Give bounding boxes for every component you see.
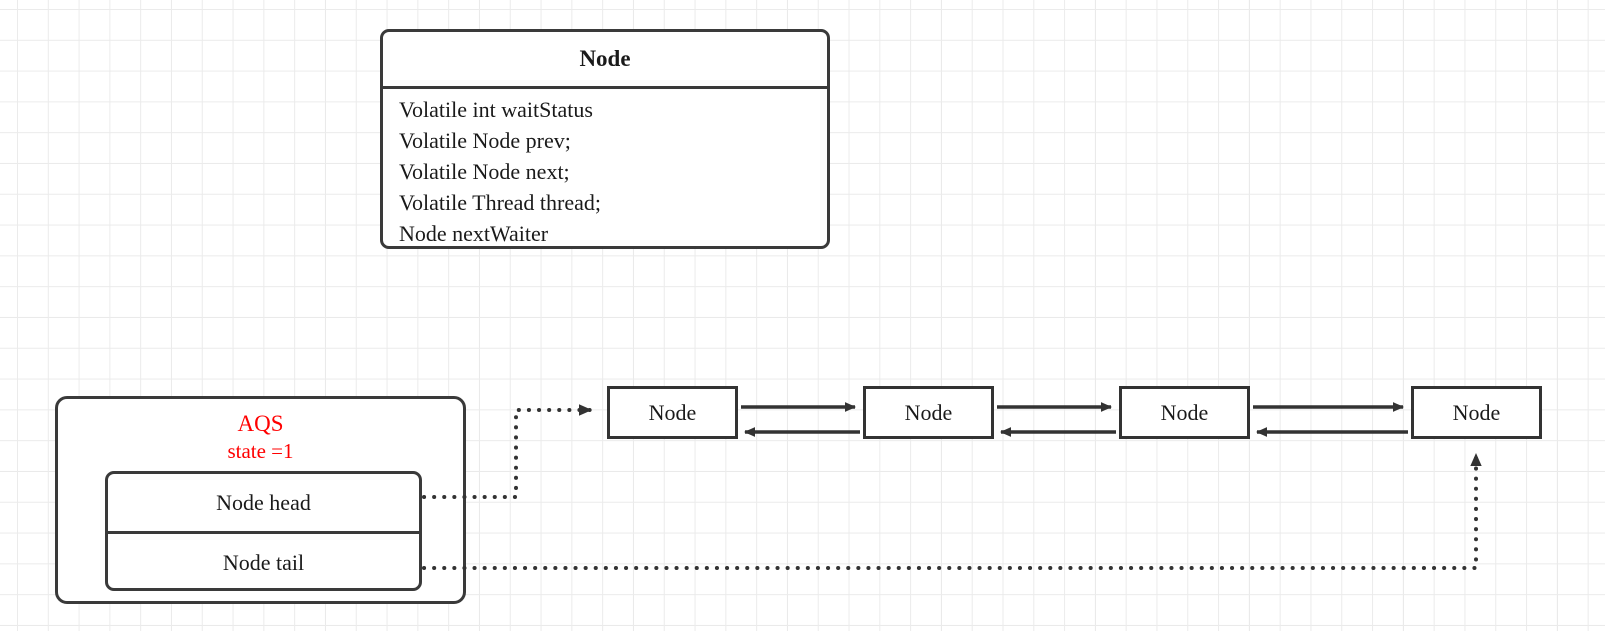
class-attribute: Volatile Thread thread;	[399, 190, 602, 215]
class-attribute: Volatile Node prev;	[399, 128, 571, 153]
aqs-field-tail: Node tail	[222, 550, 305, 575]
aqs-box: AQS state =1 Node head Node tail	[55, 396, 466, 604]
node-class-attributes: Volatile int waitStatus Volatile Node pr…	[383, 89, 827, 249]
class-attribute: Node nextWaiter	[399, 221, 549, 246]
class-attribute: Volatile int waitStatus	[399, 97, 593, 122]
aqs-title: AQS	[237, 411, 284, 436]
tail-pointer-connector	[422, 453, 1482, 570]
aqs-fields-box: Node head Node tail	[105, 471, 422, 591]
queue-node-2: Node	[863, 386, 994, 439]
node-class-box: Node Volatile int waitStatus Volatile No…	[380, 29, 830, 249]
node-class-title: Node	[383, 32, 827, 89]
queue-node-3: Node	[1119, 386, 1250, 439]
aqs-state-label: state =1	[227, 439, 294, 463]
queue-node-1: Node	[607, 386, 738, 439]
queue-node-4: Node	[1411, 386, 1542, 439]
class-attribute: Volatile Node next;	[399, 159, 570, 184]
aqs-field-head: Node head	[108, 474, 419, 534]
